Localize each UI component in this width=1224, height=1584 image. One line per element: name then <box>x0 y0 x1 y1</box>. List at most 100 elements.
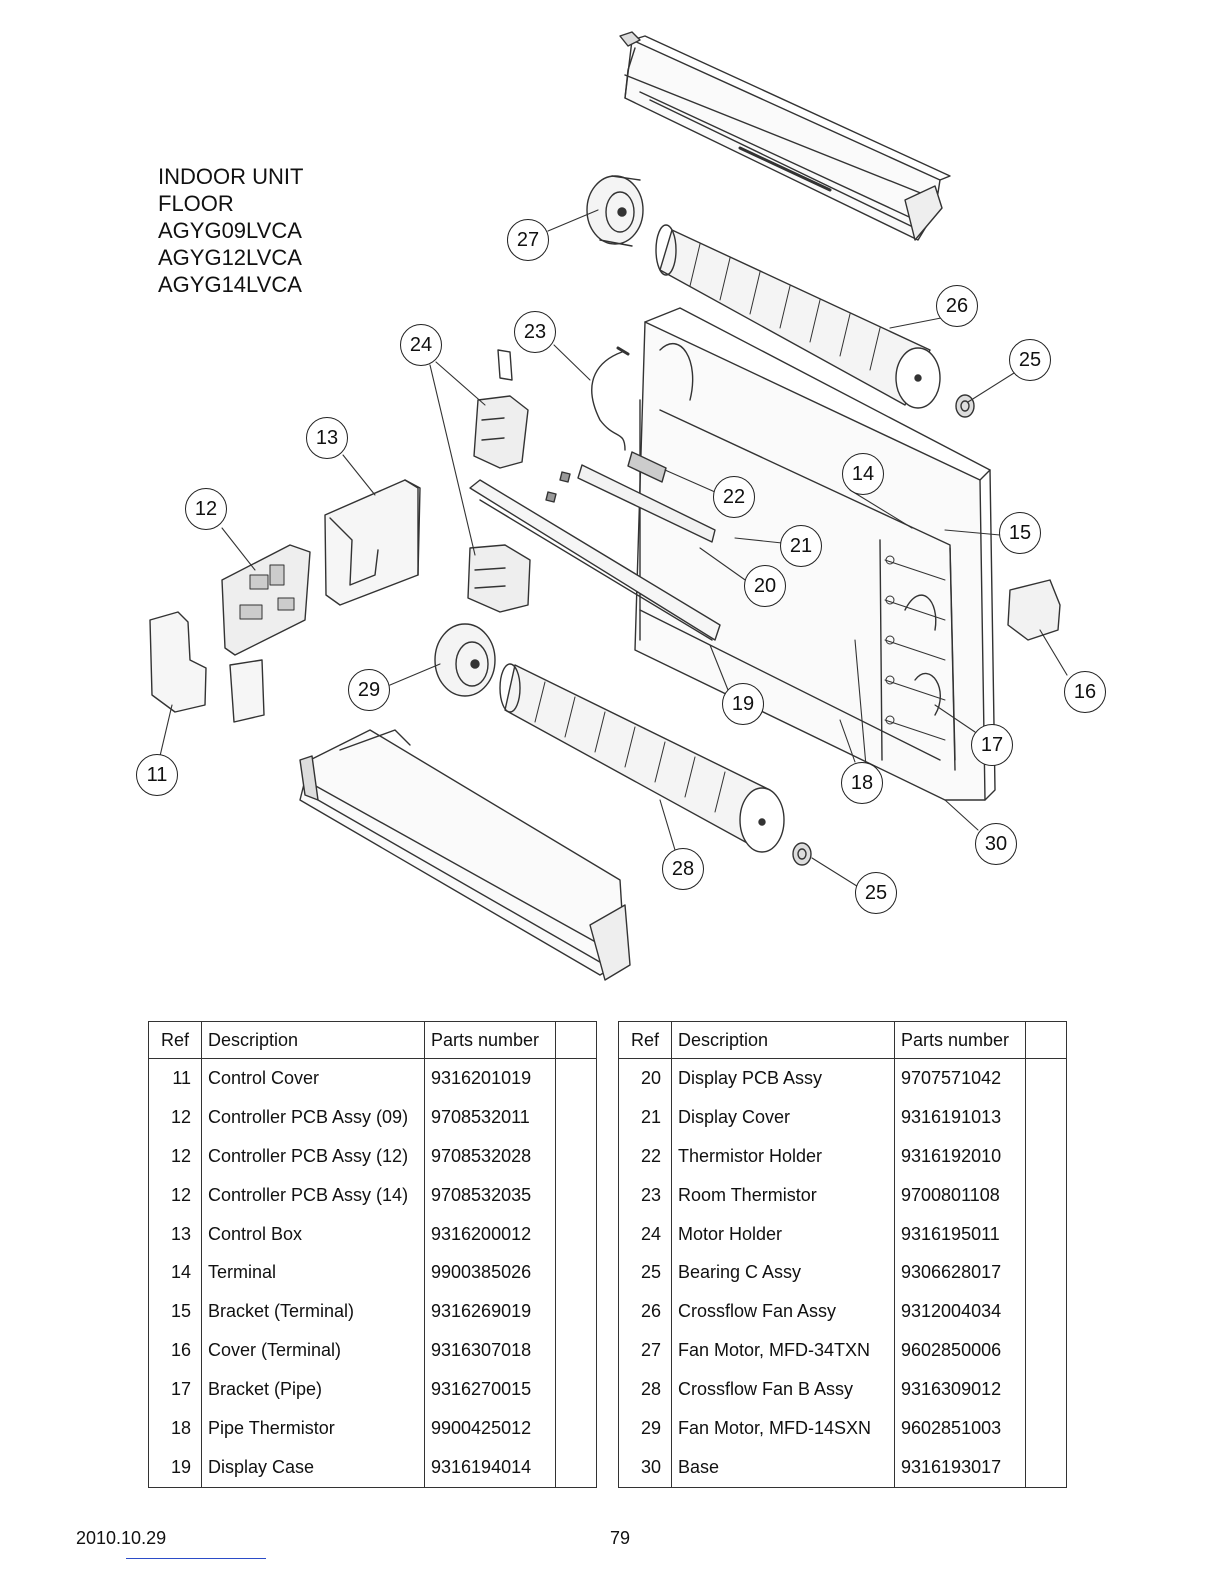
callout-11: 11 <box>136 754 178 796</box>
diagram-title-line-2: FLOOR <box>158 191 234 216</box>
header-ref: Ref <box>618 1021 672 1059</box>
cell-description: Fan Motor, MFD-14SXN <box>671 1409 895 1448</box>
leader-lines <box>159 209 1068 889</box>
control-box-drawing <box>324 479 421 606</box>
cell-parts-number: 9700801108 <box>894 1175 1026 1215</box>
cell-extra <box>1025 1175 1067 1215</box>
footer-page-number: 79 <box>610 1528 631 1548</box>
callout-16: 16 <box>1064 671 1106 713</box>
cell-ref: 27 <box>618 1331 672 1371</box>
cell-description: Base <box>671 1447 895 1488</box>
cell-description: Thermistor Holder <box>671 1136 895 1176</box>
cell-parts-number: 9708532035 <box>424 1175 556 1215</box>
callout-14: 14 <box>842 453 884 495</box>
cell-ref: 12 <box>148 1136 202 1176</box>
header-ref: Ref <box>148 1021 202 1059</box>
cell-extra <box>1025 1370 1067 1410</box>
cell-ref: 19 <box>148 1447 202 1488</box>
lower-crossflow-fan-drawing <box>499 663 785 853</box>
cell-parts-number: 9316270015 <box>424 1370 556 1410</box>
cell-ref: 14 <box>148 1253 202 1293</box>
cell-parts-number: 9602850006 <box>894 1331 1026 1371</box>
callout-25-lower: 25 <box>855 872 897 914</box>
cell-ref: 22 <box>618 1136 672 1176</box>
cell-ref: 24 <box>618 1214 672 1254</box>
cell-ref: 28 <box>618 1370 672 1410</box>
header-description: Description <box>671 1021 895 1059</box>
cell-ref: 12 <box>148 1175 202 1215</box>
cell-ref: 13 <box>148 1214 202 1254</box>
callout-30: 30 <box>975 823 1017 865</box>
upper-crossflow-fan-drawing <box>655 224 941 409</box>
callout-20: 20 <box>744 565 786 607</box>
cell-description: Controller PCB Assy (12) <box>201 1136 425 1176</box>
cell-parts-number: 9316309012 <box>894 1370 1026 1410</box>
callout-24: 24 <box>400 324 442 366</box>
cell-ref: 21 <box>618 1097 672 1137</box>
cell-parts-number: 9707571042 <box>894 1058 1026 1098</box>
diagram-title-line-1: INDOOR UNIT <box>158 164 304 189</box>
callout-19: 19 <box>722 683 764 725</box>
cell-extra <box>1025 1058 1067 1098</box>
control-cover-drawing <box>149 611 207 713</box>
cell-parts-number: 9316193017 <box>894 1447 1026 1488</box>
cell-extra <box>555 1097 597 1137</box>
cell-description: Controller PCB Assy (09) <box>201 1097 425 1137</box>
callout-12: 12 <box>185 488 227 530</box>
cell-extra <box>555 1292 597 1332</box>
diagram-title-line-3: AGYG09LVCA <box>158 218 302 243</box>
cell-ref: 12 <box>148 1097 202 1137</box>
callout-29: 29 <box>348 669 390 711</box>
cell-extra <box>555 1058 597 1098</box>
header-description: Description <box>201 1021 425 1059</box>
terminal-cover-drawing <box>1007 579 1061 641</box>
cell-extra <box>555 1175 597 1215</box>
cell-ref: 20 <box>618 1058 672 1098</box>
cell-description: Display Case <box>201 1447 425 1488</box>
cell-description: Crossflow Fan B Assy <box>671 1370 895 1410</box>
cell-extra <box>555 1409 597 1448</box>
cell-ref: 16 <box>148 1331 202 1371</box>
cell-parts-number: 9708532028 <box>424 1136 556 1176</box>
cell-ref: 17 <box>148 1370 202 1410</box>
cell-description: Crossflow Fan Assy <box>671 1292 895 1332</box>
callout-25-upper: 25 <box>1009 339 1051 381</box>
bearing-lower-drawing <box>792 842 812 866</box>
diagram-title-line-4: AGYG12LVCA <box>158 245 302 270</box>
cell-parts-number: 9316191013 <box>894 1097 1026 1137</box>
header-extra <box>1025 1021 1067 1059</box>
controller-pcb-drawing <box>221 544 311 723</box>
cell-extra <box>1025 1409 1067 1448</box>
cell-description: Bracket (Pipe) <box>201 1370 425 1410</box>
cell-description: Control Cover <box>201 1058 425 1098</box>
cell-parts-number: 9708532011 <box>424 1097 556 1137</box>
cell-ref: 18 <box>148 1409 202 1448</box>
fan-motor-29-drawing <box>434 623 496 697</box>
cell-ref: 26 <box>618 1292 672 1332</box>
table-header-row: Ref Description Parts number <box>148 1021 597 1059</box>
callout-21: 21 <box>780 525 822 567</box>
cell-extra <box>555 1331 597 1371</box>
cell-extra <box>1025 1097 1067 1137</box>
footer-rule <box>126 1558 266 1559</box>
room-thermistor-drawing <box>497 346 630 451</box>
cell-description: Bracket (Terminal) <box>201 1292 425 1332</box>
cell-ref: 23 <box>618 1175 672 1215</box>
cell-extra <box>1025 1214 1067 1254</box>
